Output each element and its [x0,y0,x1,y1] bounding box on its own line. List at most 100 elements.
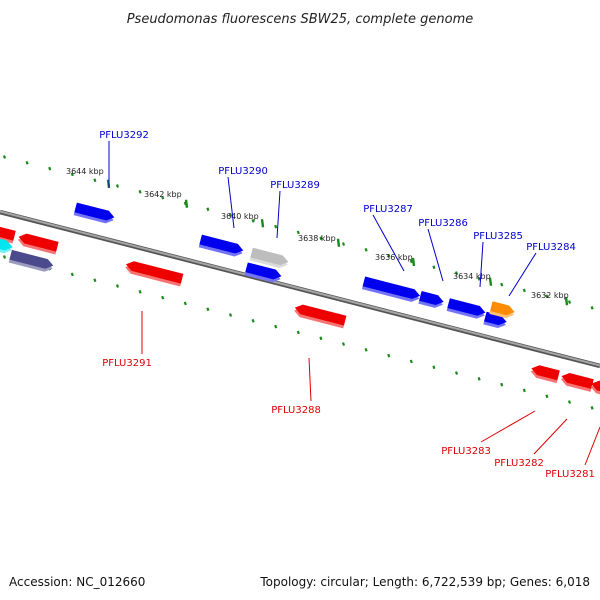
gene-features [0,202,600,396]
upper-tick [364,247,368,252]
gene-arrow-pflu3289-body [250,247,289,266]
genome-backbone [0,209,600,369]
gene-arrow-pflu3282-body [561,373,594,389]
lower-tick [500,382,504,387]
gene-label-pflu3283[interactable]: PFLU3283 [441,446,491,457]
gene-arrow-pflu3287-body [362,276,421,299]
gene-arrow-pflu3283-body [531,365,560,381]
accession-text: Accession: NC_012660 [9,575,145,589]
gene-arrow-pflu3290-body [199,234,244,254]
lower-tick [93,278,97,283]
lower-tick [409,359,413,364]
gene-arrow-left-edge-3-body [0,236,13,251]
gene-arrow-pflu3284-body [490,301,515,316]
major-tick [411,257,416,267]
gene-label-pflu3285[interactable]: PFLU3285 [473,231,523,242]
upper-tick [251,218,255,223]
map-title: Pseudomonas fluorescens SBW25, complete … [127,12,474,27]
gene-arrow-pflu3292-body [74,202,115,221]
gene-label-pflu3289[interactable]: PFLU3289 [270,180,320,191]
gene-arrow-left-edge-1[interactable] [0,223,16,244]
gene-arrow-pflu3282[interactable] [560,371,594,392]
gene-arrow-left-edge-4[interactable] [8,249,55,274]
gene-arrow-unlabeled-2[interactable] [483,311,508,330]
upper-tick [567,300,572,304]
gene-label-pflu3291[interactable]: PFLU3291 [102,358,152,369]
gene-arrow-pflu3286[interactable] [418,291,444,310]
lower-tick [319,336,323,341]
lower-tick [432,365,436,370]
leader-line [372,214,405,272]
gene-label-pflu3287[interactable]: PFLU3287 [363,204,413,215]
gene-arrow-pflu3288-body [294,304,347,326]
kbp-tick-label: 3638 kbp [298,234,336,243]
lower-tick [522,388,526,393]
lower-tick [228,313,233,317]
gene-arrow-pflu3285[interactable] [446,298,487,320]
lower-tick [364,347,368,352]
major-tick [184,199,189,208]
gene-label-pflu3281[interactable]: PFLU3281 [545,469,595,480]
lower-tick [341,342,346,346]
gene-arrow-left-edge-4-body [9,249,54,269]
gene-label-pflu3292[interactable]: PFLU3292 [99,130,149,141]
lower-tick [387,353,391,358]
gene-label-pflu3284[interactable]: PFLU3284 [526,242,576,253]
leader-line [584,426,600,466]
gene-arrow-pflu3284[interactable] [489,301,515,320]
gene-arrow-pflu3287[interactable] [361,276,421,304]
major-tick [564,297,569,306]
gene-label-pflu3282[interactable]: PFLU3282 [494,458,544,469]
upper-tick [319,236,323,241]
gene-arrow-pflu3286-body [419,291,444,305]
gene-arrow-pflu3288[interactable] [293,303,347,329]
gene-label-pflu3286[interactable]: PFLU3286 [418,218,468,229]
kbp-tick-label: 3632 kbp [531,291,569,300]
gene-arrow-pflu3292[interactable] [73,202,116,226]
lower-tick [161,295,165,300]
kbp-tick-label: 3636 kbp [375,253,413,262]
gene-arrow-left-edge-1-body [0,225,16,241]
gene-arrow-pflu3290[interactable] [198,234,245,259]
gene-arrow-left-edge-3[interactable] [0,236,14,255]
gene-arrow-pflu3291[interactable] [124,259,184,287]
lower-tick [183,301,187,306]
lower-tick [274,324,278,329]
major-tick [488,277,493,286]
gene-arrow-pflu3283[interactable] [529,364,560,384]
lower-tick [251,318,255,323]
upper-tick [206,207,210,212]
gene-arrow-pflu3281-body [591,380,600,394]
upper-tick [341,242,346,246]
gene-arrow-left-edge-2-body [18,233,59,252]
upper-tick [70,172,74,177]
upper-tick [522,288,526,293]
kbp-tick-label: 3634 kbp [453,272,491,281]
gene-arrow-left-edge-2[interactable] [17,232,59,255]
kbp-tick-label: 3644 kbp [66,167,104,176]
gene-label-pflu3288[interactable]: PFLU3288 [271,405,321,416]
lower-tick [115,284,120,288]
leader-line [479,241,484,288]
gene-arrow-pflu3291-body [125,261,184,284]
upper-tick [454,271,459,275]
upper-tick [500,282,504,287]
gene-arrow-unlabeled-1[interactable] [244,262,283,284]
upper-tick [2,155,7,159]
leader-line [227,176,235,229]
upper-tick [296,230,300,235]
gene-label-pflu3290[interactable]: PFLU3290 [218,166,268,177]
upper-tick [228,213,233,217]
backbone-line [0,210,600,367]
leader-line [533,418,568,455]
lower-tick [2,255,7,259]
lower-tick [545,394,549,399]
kbp-tick-label: 3642 kbp [144,190,182,199]
leader-line [508,252,537,297]
gene-arrow-pflu3289[interactable] [249,247,290,270]
genome-summary-text: Topology: circular; Length: 6,722,539 bp… [259,575,590,589]
upper-tick [161,195,165,200]
gene-arrow-unlabeled-2-body [484,311,507,326]
